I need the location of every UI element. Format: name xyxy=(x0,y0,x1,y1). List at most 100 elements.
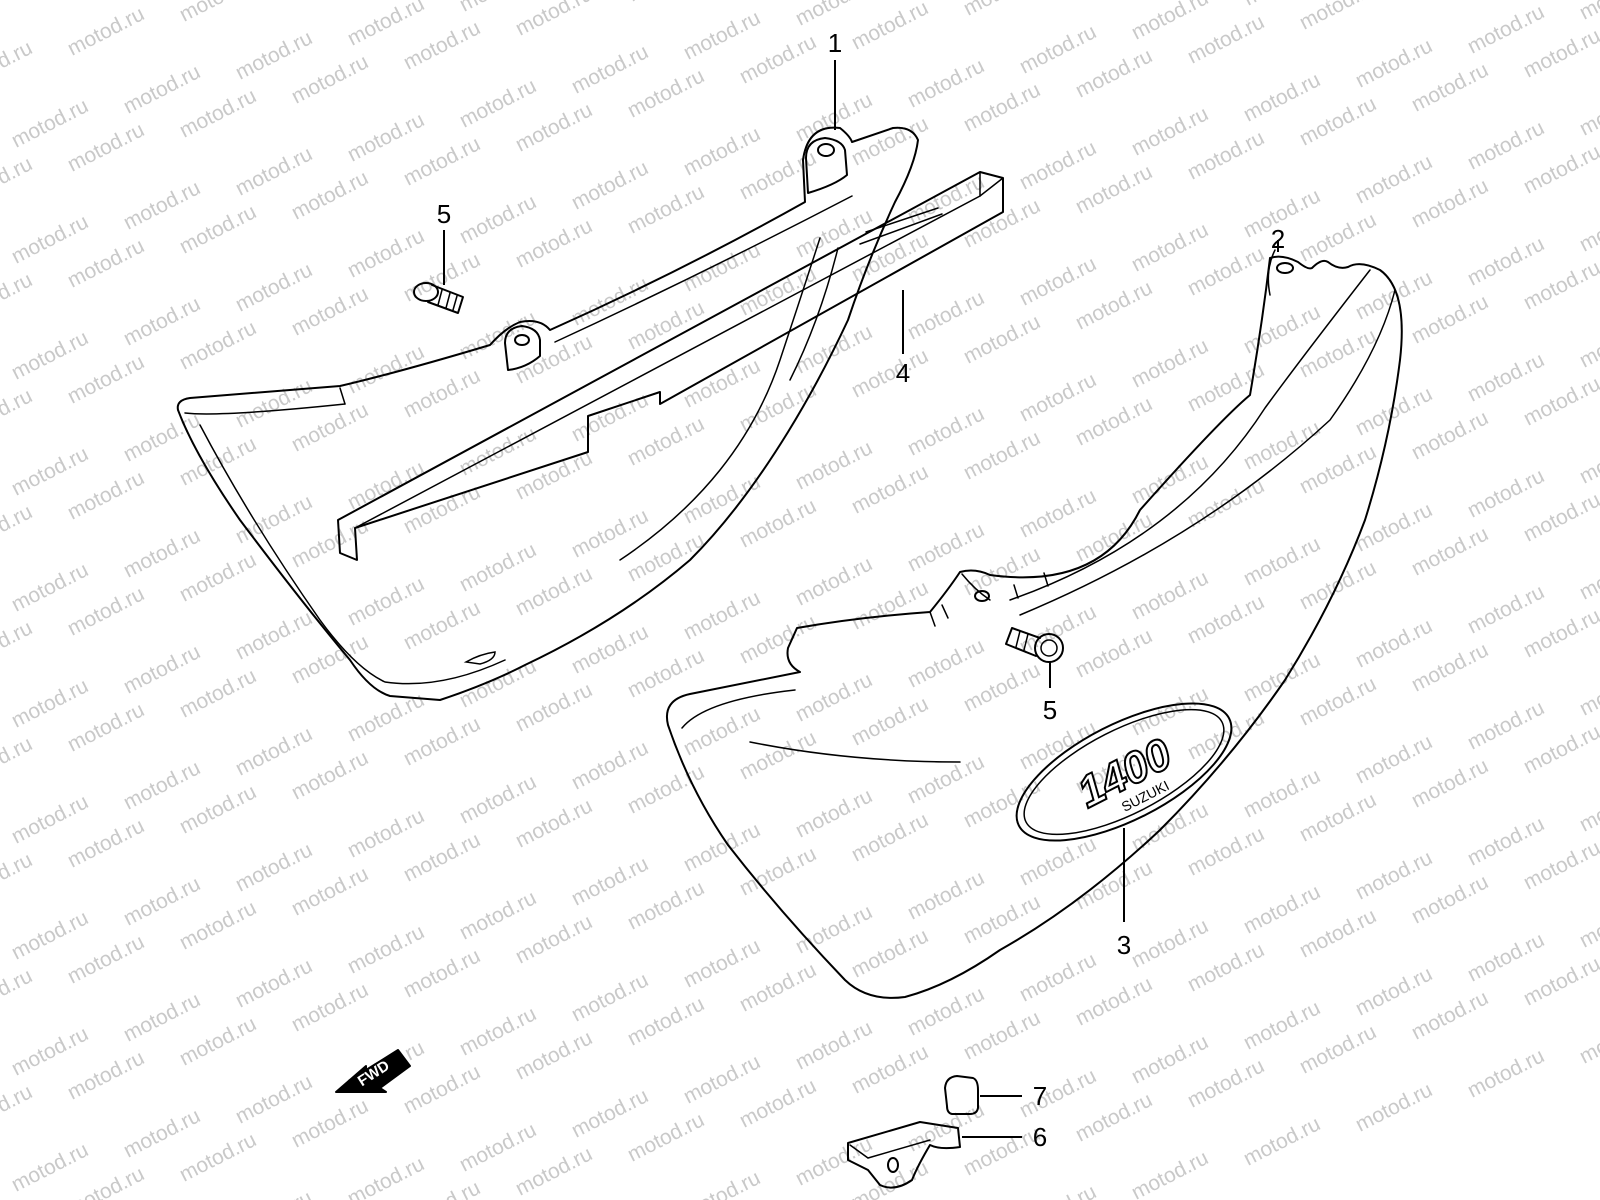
watermark-text: motod.ru xyxy=(1184,10,1268,68)
watermark-text: motod.ru xyxy=(624,412,708,470)
watermark-text: motod.ru xyxy=(1464,232,1548,290)
watermark-text: motod.ru xyxy=(344,1152,428,1200)
watermark-text: motod.ru xyxy=(1520,604,1600,662)
watermark-text: motod.ru xyxy=(736,494,820,552)
watermark-text: motod.ru xyxy=(232,1070,316,1128)
watermark-text: motod.ru xyxy=(1128,450,1212,508)
protector-strip xyxy=(337,171,1004,561)
watermark-text: motod.ru xyxy=(176,200,260,258)
watermark-text: motod.ru xyxy=(512,214,596,272)
watermark-text: motod.ru xyxy=(400,364,484,422)
watermark-text: motod.ru xyxy=(64,234,148,292)
watermark-text: motod.ru xyxy=(232,374,316,432)
watermark-text: motod.ru xyxy=(176,316,260,374)
watermark-text: motod.ru xyxy=(8,94,92,152)
watermark-text: motod.ru xyxy=(1184,938,1268,996)
watermark-text: motod.ru xyxy=(624,1108,708,1166)
watermark-text: motod.ru xyxy=(512,910,596,968)
callout-3: 3 xyxy=(1117,930,1131,960)
watermark-text: motod.ru xyxy=(1576,198,1600,256)
watermark-text: motod.ru xyxy=(568,504,652,562)
watermark-text: motod.ru xyxy=(400,944,484,1002)
watermark-text: motod.ru xyxy=(904,518,988,576)
watermark-text: motod.ru xyxy=(1072,508,1156,566)
watermark-text: motod.ru xyxy=(624,876,708,934)
watermark-text: motod.ru xyxy=(1072,1088,1156,1146)
watermark-text: motod.ru xyxy=(1464,348,1548,406)
watermark-text: motod.ru xyxy=(1296,324,1380,382)
bolt-upper-left xyxy=(413,282,464,314)
watermark-text: motod.ru xyxy=(624,528,708,586)
watermark-text: motod.ru xyxy=(8,790,92,848)
watermark-text: motod.ru xyxy=(568,736,652,794)
left-frame-cover xyxy=(176,126,919,701)
watermark-text: motod.ru xyxy=(1184,822,1268,880)
watermark-text: motod.ru xyxy=(0,964,36,1022)
watermark-text: motod.ru xyxy=(456,886,540,944)
watermark-text: motod.ru xyxy=(848,924,932,982)
watermark-text: motod.ru xyxy=(1072,972,1156,1030)
watermark-text: motod.ru xyxy=(680,818,764,876)
watermark-text: motod.ru xyxy=(624,64,708,122)
watermark-text: motod.ru xyxy=(1464,464,1548,522)
watermark-text: motod.ru xyxy=(1520,836,1600,894)
watermark-text: motod.ru xyxy=(1240,1112,1324,1170)
watermark-text: motod.ru xyxy=(1128,1030,1212,1088)
watermark-text: motod.ru xyxy=(120,756,204,814)
watermark-text: motod.ru xyxy=(512,446,596,504)
watermark-text: motod.ru xyxy=(176,548,260,606)
watermark-text: motod.ru xyxy=(1520,140,1600,198)
watermark-text: motod.ru xyxy=(1520,720,1600,778)
watermark-text: motod.ru xyxy=(1072,856,1156,914)
watermark-text: motod.ru xyxy=(512,1142,596,1200)
watermark-text: motod.ru xyxy=(960,658,1044,716)
watermark-text: motod.ru xyxy=(624,180,708,238)
watermark-text: motod.ru xyxy=(176,664,260,722)
watermark-text: motod.ru xyxy=(232,1186,316,1200)
watermark-text: motod.ru xyxy=(1240,996,1324,1054)
watermark-text: motod.ru xyxy=(680,702,764,760)
watermark-text: motod.ru xyxy=(904,286,988,344)
watermark-text: motod.ru xyxy=(64,350,148,408)
watermark-text: motod.ru xyxy=(1520,256,1600,314)
watermark-text: motod.ru xyxy=(8,674,92,732)
watermark-text: motod.ru xyxy=(1240,300,1324,358)
watermark-text: motod.ru xyxy=(120,524,204,582)
watermark-text: motod.ru xyxy=(288,282,372,340)
watermark-text: motod.ru xyxy=(792,552,876,610)
watermark-text: motod.ru xyxy=(400,248,484,306)
watermark-text: motod.ru xyxy=(1408,58,1492,116)
watermark-text: motod.ru xyxy=(288,862,372,920)
watermark-text: motod.ru xyxy=(456,770,540,828)
watermark-text: motod.ru xyxy=(736,726,820,784)
watermark-text: motod.ru xyxy=(1576,662,1600,720)
watermark-text: motod.ru xyxy=(1240,880,1324,938)
watermark-text: motod.ru xyxy=(568,852,652,910)
watermark-text: motod.ru xyxy=(680,122,764,180)
watermark-text: motod.ru xyxy=(1128,1146,1212,1200)
watermark-text: motod.ru xyxy=(1240,764,1324,822)
watermark-text: motod.ru xyxy=(400,596,484,654)
watermark-text: motod.ru xyxy=(512,678,596,736)
watermark-text: motod.ru xyxy=(120,176,204,234)
watermark-text: motod.ru xyxy=(1576,0,1600,24)
watermark-text: motod.ru xyxy=(288,746,372,804)
callout-labels: 1 2 3 4 5 5 6 7 xyxy=(437,28,1285,1152)
watermark-text: motod.ru xyxy=(1408,406,1492,464)
watermark-text: motod.ru xyxy=(1576,1010,1600,1068)
watermark-text: motod.ru xyxy=(848,1040,932,1098)
watermark-text: motod.ru xyxy=(1408,870,1492,928)
fwd-arrow: FWD xyxy=(335,1049,411,1093)
watermark-text: motod.ru xyxy=(1128,914,1212,972)
watermark-text: motod.ru xyxy=(8,0,92,2)
watermark-text: motod.ru xyxy=(0,36,36,94)
watermark-text: motod.ru xyxy=(400,712,484,770)
watermark-text: motod.ru xyxy=(176,780,260,838)
watermark-text: motod.ru xyxy=(1576,778,1600,836)
watermark-text: motod.ru xyxy=(288,50,372,108)
watermark-text: motod.ru xyxy=(1464,928,1548,986)
watermark-text: motod.ru xyxy=(0,268,36,326)
watermark-text: motod.ru xyxy=(344,456,428,514)
watermark-text: motod.ru xyxy=(680,354,764,412)
watermark-text: motod.ru xyxy=(232,606,316,664)
